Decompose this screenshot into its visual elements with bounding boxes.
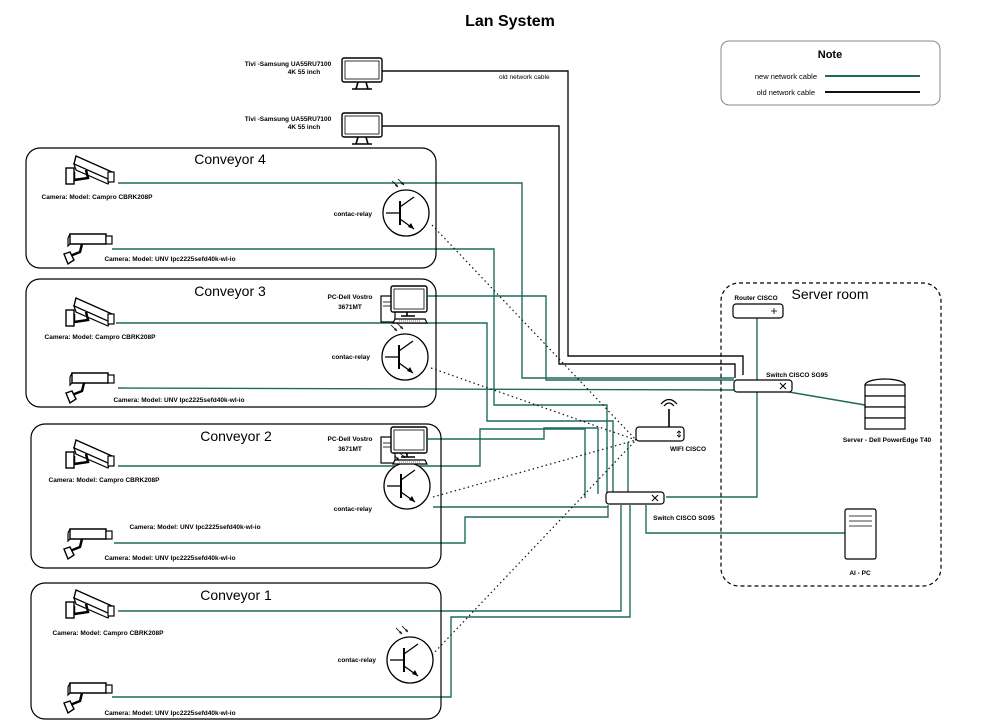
c2-camera-top-label: Camera: Model: Campro CBRK208P xyxy=(49,477,161,484)
cable-tv2-old xyxy=(382,125,736,378)
relay-icon xyxy=(381,322,429,381)
cable-c1-cam-bottom xyxy=(112,505,631,698)
conveyor-4-title: Conveyor 4 xyxy=(194,151,266,167)
relay-icon xyxy=(386,625,434,684)
cable-tv1-old xyxy=(382,70,744,375)
router-icon xyxy=(732,303,784,319)
c4-camera-top-label: Camera: Model: Campro CBRK208P xyxy=(42,194,154,201)
old-cable-label: old network cable xyxy=(499,74,550,81)
legend-old-label: old network cable xyxy=(757,88,815,97)
c1-relay-label: contac-relay xyxy=(338,657,377,664)
pc-icon xyxy=(380,285,428,324)
conveyor-3-title: Conveyor 3 xyxy=(194,283,266,299)
note-legend: Note new network cable old network cable xyxy=(720,40,941,106)
conveyor-3-box xyxy=(25,278,437,408)
tv-1-size: 4K 55 inch xyxy=(288,69,321,76)
cable-c2-cam-mid xyxy=(114,505,609,544)
switch-main-label: Switch CISCO SG95 xyxy=(653,515,715,522)
cable-c1-cam-top xyxy=(118,505,622,612)
cables xyxy=(112,70,866,698)
pc-icon xyxy=(380,426,428,465)
conveyor-4-box xyxy=(25,147,437,269)
conveyor-1-title: Conveyor 1 xyxy=(200,587,272,603)
relay-icon xyxy=(382,178,430,237)
cable-c3-cam-bottom xyxy=(117,387,735,391)
switch-server-icon xyxy=(733,379,793,393)
tv-icon xyxy=(341,112,383,145)
wireless-c3-relay xyxy=(430,367,637,441)
tv-2-size: 4K 55 inch xyxy=(288,124,321,131)
c1-camera-top-label: Camera: Model: Campro CBRK208P xyxy=(53,630,165,637)
c4-relay-label: contac-relay xyxy=(334,211,373,218)
c3-pc-model: 3671MT xyxy=(338,304,362,311)
ai-pc-icon xyxy=(844,508,877,560)
switch-main-icon xyxy=(605,491,665,505)
cable-c3-cam-top xyxy=(116,322,614,494)
tv-icon xyxy=(341,57,383,90)
c3-camera-top-label: Camera: Model: Campro CBRK208P xyxy=(45,334,157,341)
camera-icon xyxy=(64,438,116,470)
cable-switch-uplink xyxy=(666,392,758,498)
camera-icon xyxy=(62,681,114,715)
tv-2-label: Tivi -Samsung UA55RU7100 xyxy=(245,116,332,123)
legend-new-label: new network cable xyxy=(755,72,817,81)
server-icon xyxy=(864,378,906,430)
cable-c4-cam-bottom xyxy=(112,248,608,494)
diagram-title: Lan System xyxy=(465,13,555,30)
server-room-box xyxy=(720,282,942,587)
tv-1-label: Tivi -Samsung UA55RU7100 xyxy=(245,61,332,68)
conveyor-2-box xyxy=(30,423,442,569)
cable-switch-server xyxy=(782,390,866,406)
c3-pc-label: PC-Dell Vostro xyxy=(327,294,372,301)
c3-relay-label: contac-relay xyxy=(332,354,371,361)
c3-camera-bottom-label: Camera: Model: UNV Ipc2225sefd40k-wl-io xyxy=(113,397,244,404)
camera-icon xyxy=(64,296,116,328)
server-switch-label: Switch CISCO SG95 xyxy=(766,372,828,379)
wireless-c2-relay xyxy=(432,439,637,498)
conveyor-2-title: Conveyor 2 xyxy=(200,428,272,444)
wireless-c4-relay xyxy=(431,224,637,441)
c1-camera-bottom-label: Camera: Model: UNV Ipc2225sefd40k-wl-io xyxy=(104,710,235,717)
ai-pc-label: AI - PC xyxy=(849,570,871,577)
conveyor-1-box xyxy=(30,582,442,720)
server-label: Server - Dell PowerEdge T40 xyxy=(843,437,932,444)
c2-camera-bottom-label: Camera: Model: UNV Ipc2225sefd40k-wl-io xyxy=(104,555,235,562)
c2-camera-mid-label: Camera: Model: UNV Ipc2225sefd40k-wl-io xyxy=(129,524,260,531)
camera-icon xyxy=(64,371,116,405)
c2-pc-model: 3671MT xyxy=(338,446,362,453)
camera-icon xyxy=(64,588,116,620)
cable-c3-pc xyxy=(428,295,734,381)
cable-switch-aipc xyxy=(645,505,845,534)
wireless-c1-relay xyxy=(431,439,637,656)
router-label: Router CISCO xyxy=(734,295,777,302)
cable-c2-cam-top xyxy=(118,428,586,498)
wifi-label: WIFI CISCO xyxy=(670,446,706,453)
note-title: Note xyxy=(818,49,842,61)
c2-relay-label: contac-relay xyxy=(334,506,373,513)
cable-c2-pc xyxy=(428,427,599,494)
c4-camera-bottom-label: Camera: Model: UNV Ipc2225sefd40k-wl-io xyxy=(104,256,235,263)
wifi-icon xyxy=(635,398,685,442)
camera-icon xyxy=(64,154,116,186)
server-room-title: Server room xyxy=(791,286,868,302)
cable-c4-cam-top xyxy=(118,182,734,379)
c2-pc-label: PC-Dell Vostro xyxy=(327,436,372,443)
